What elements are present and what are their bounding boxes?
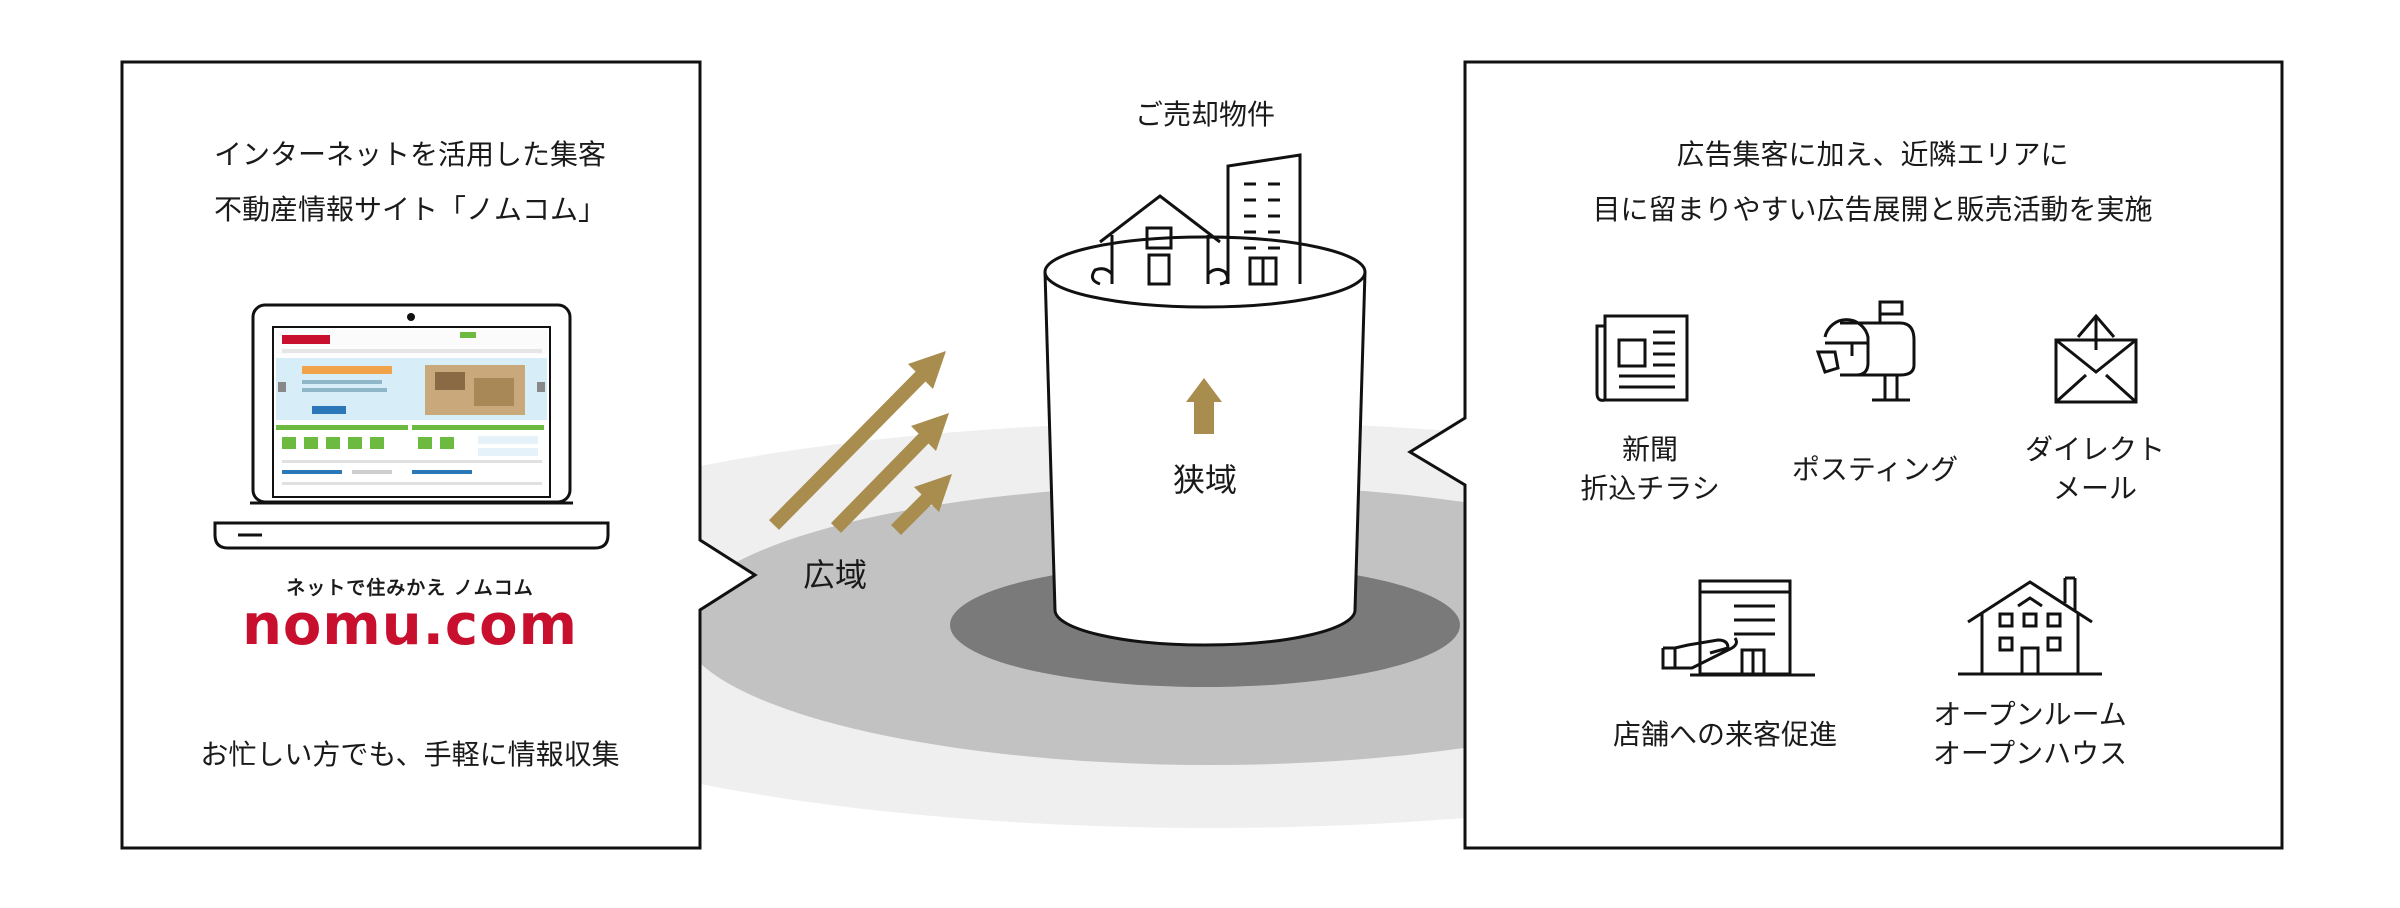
store-visit-label: 店舗への来客促進 (1612, 718, 1837, 751)
right-panel-line2: 目に留まりやすい広告展開と販売活動を実施 (1592, 193, 2153, 226)
mailbox-icon (1815, 300, 1916, 402)
house-in-bucket-icon (1090, 194, 1230, 286)
newspaper-flyer-label: 新聞 折込チラシ (1580, 433, 1720, 506)
bucket-icon (1043, 235, 1367, 647)
laptop-icon (213, 303, 610, 550)
up-arrow-icon (1186, 378, 1222, 434)
direct-mail-icon (2054, 313, 2138, 404)
left-panel-line2: 不動産情報サイト「ノムコム」 (213, 193, 606, 226)
right-panel-frame (1407, 60, 2284, 850)
store-icon (1661, 579, 1815, 677)
left-panel-line1: インターネットを活用した集客 (213, 138, 606, 171)
wide-area-label: 広域 (802, 556, 867, 594)
brand-logo: nomu.com (242, 593, 578, 658)
open-house-label: オープンルーム オープンハウス (1932, 698, 2128, 771)
narrow-area-label: 狭域 (1172, 461, 1237, 499)
brand-tagline: ネットで住みかえ ノムコム (286, 577, 534, 599)
posting-label: ポスティング (1791, 453, 1959, 486)
property-label: ご売却物件 (1134, 98, 1275, 131)
right-panel-line1: 広告集客に加え、近隣エリアに (1676, 138, 2069, 171)
house-icon (1958, 576, 2102, 676)
newspaper-icon (1595, 314, 1689, 402)
diagonal-arrows-icon (769, 351, 952, 535)
left-panel-footer: お忙しい方でも、手軽に情報収集 (200, 738, 620, 771)
building-in-bucket-icon (1226, 153, 1302, 286)
direct-mail-label: ダイレクト メール (2024, 433, 2165, 506)
